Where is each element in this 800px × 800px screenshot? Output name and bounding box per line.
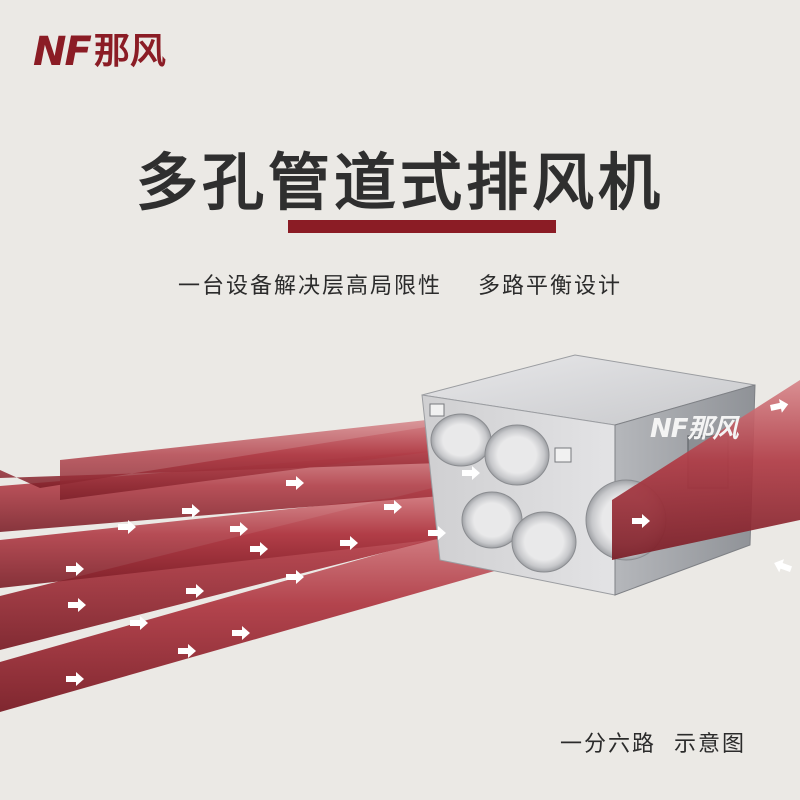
mounting-bracket-icon [554,447,572,463]
pipe-4 [0,490,466,588]
pipe-3 [0,448,466,532]
title-underline [288,220,556,233]
arrow-right-icon [774,559,793,573]
arrow-right-icon [632,514,650,528]
arrow-right-icon [286,570,304,584]
brand-mark: NF [33,29,92,75]
arrow-right-icon [230,522,248,536]
arrow-right-icon [384,500,402,514]
arrow-right-icon [66,562,84,576]
headline: 多孔管道式排风机 [0,152,800,214]
arrow-right-icon [66,672,84,686]
pipe-6 [0,516,512,712]
arrow-right-icon [68,598,86,612]
arrow-right-icon [462,466,480,480]
arrow-right-icon [130,616,148,630]
collar-4 [511,511,577,573]
subtitle: 一台设备解决层高局限性 多路平衡设计 [178,274,622,299]
arrow-right-icon [232,626,250,640]
exhaust-pipe [612,380,800,560]
arrow-right-icon [186,584,204,598]
arrow-right-icon [182,504,200,518]
arrow-right-icon [770,399,789,413]
arrow-right-icon [340,536,358,550]
brand-logo: NF 那风 [33,28,166,76]
arrow-right-icon [178,644,196,658]
page-title: 多孔管道式排风机 [135,146,664,219]
brand-name: 那风 [93,31,166,72]
arrow-right-icon [118,520,136,534]
mounting-bracket-icon [429,403,445,417]
arrow-right-icon [250,542,268,556]
collar-1 [430,413,492,467]
diagram-caption: 一分六路 示意图 [560,732,746,757]
collar-2 [484,424,550,486]
product-label: NF那风 [650,414,739,444]
pipe-1 [60,418,445,500]
air-pipes [0,418,512,712]
flow-arrows [66,399,793,686]
arrow-right-icon [428,526,446,540]
arrow-right-icon [286,476,304,490]
